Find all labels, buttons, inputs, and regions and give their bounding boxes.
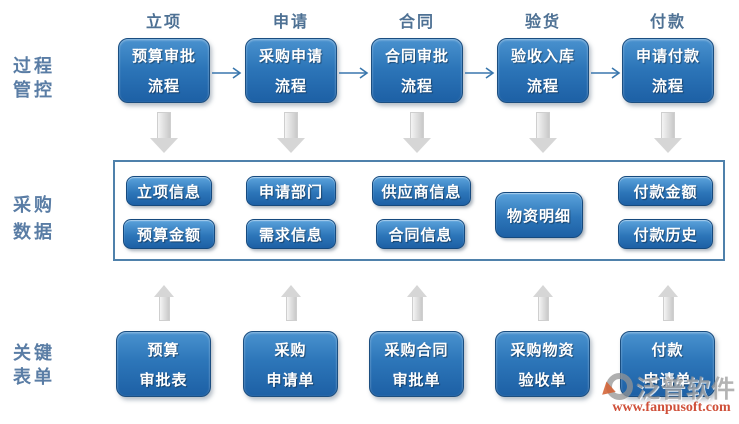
data-pill-material-detail: 物资明细 [495,192,583,238]
form-box-contract-approval-form: 采购合同 审批单 [369,331,464,397]
form-box-label: 验收单 [518,371,567,389]
process-box-label: 预算审批 [131,48,196,65]
up-arrow-icon [658,285,678,321]
form-box-material-inspection-form: 采购物资 验收单 [495,331,590,397]
watermark-brand: 泛普软件 [636,376,736,403]
process-box-budget-approval: 预算审批 流程 [118,38,210,103]
flow-arrow-icon [591,66,622,84]
up-arrow-icon [533,285,553,321]
down-arrow-icon [150,112,178,153]
process-box-label: 流程 [400,78,433,95]
process-box-label: 验收入库 [510,48,575,65]
process-box-label: 流程 [526,78,559,95]
process-box-payment-request: 申请付款 流程 [622,38,714,103]
data-pill-apply-department: 申请部门 [246,176,336,206]
process-box-label: 申请付款 [635,48,700,65]
watermark: 泛普软件 www.fanpusoft.com [604,368,739,420]
up-arrow-icon [281,285,301,321]
data-pill-contract-info: 合同信息 [376,219,465,249]
form-box-label: 审批单 [392,371,441,389]
form-box-label: 预算 [147,341,180,359]
column-header-contract: 合同 [398,14,435,31]
column-header-payment: 付款 [649,14,686,31]
process-box-contract-approval: 合同审批 流程 [371,38,463,103]
down-arrow-icon [403,112,431,153]
form-box-label: 审批表 [139,371,188,389]
process-box-label: 流程 [651,78,684,95]
data-pill-budget-amount: 预算金额 [123,219,215,249]
down-arrow-icon [654,112,682,153]
data-pill-supplier-info: 供应商信息 [372,176,471,206]
row-label-process-line1: 过程 [13,56,55,76]
process-box-label: 采购申请 [258,48,323,65]
form-box-purchase-apply-form: 采购 申请单 [243,331,338,397]
fanpu-logo-icon [606,373,633,400]
process-box-inspection-storage: 验收入库 流程 [497,38,589,103]
process-box-label: 合同审批 [384,48,449,65]
row-label-data-line1: 采购 [13,195,55,215]
flow-arrow-icon [465,66,496,84]
data-pill-payment-amount: 付款金额 [618,176,713,206]
process-box-label: 流程 [274,78,307,95]
process-box-purchase-apply: 采购申请 流程 [245,38,337,103]
form-box-label: 付款 [651,341,684,359]
data-pill-payment-history: 付款历史 [618,219,713,249]
watermark-url: www.fanpusoft.com [612,400,731,415]
row-label-data-line2: 数据 [13,222,55,242]
form-box-payment-request-form: 付款 申请单 [620,331,715,397]
column-header-apply: 申请 [272,14,309,31]
row-label-forms-line2: 表单 [13,367,55,387]
row-label-forms-line1: 关键 [13,343,55,363]
form-box-label: 申请单 [643,371,692,389]
flow-arrow-icon [339,66,370,84]
flow-arrow-icon [212,66,243,84]
down-arrow-icon [529,112,557,153]
down-arrow-icon [277,112,305,153]
up-arrow-icon [154,285,174,321]
row-label-process-line2: 管控 [13,80,55,100]
form-box-label: 采购物资 [510,341,575,359]
form-box-label: 申请单 [266,371,315,389]
column-header-project: 立项 [145,14,182,31]
column-header-inspect: 验货 [524,14,561,31]
data-pill-demand-info: 需求信息 [246,219,336,249]
process-box-label: 流程 [147,78,180,95]
form-box-label: 采购合同 [384,341,449,359]
up-arrow-icon [407,285,427,321]
form-box-budget-approval-form: 预算 审批表 [116,331,211,397]
data-pill-project-info: 立项信息 [126,176,212,206]
form-box-label: 采购 [274,341,307,359]
